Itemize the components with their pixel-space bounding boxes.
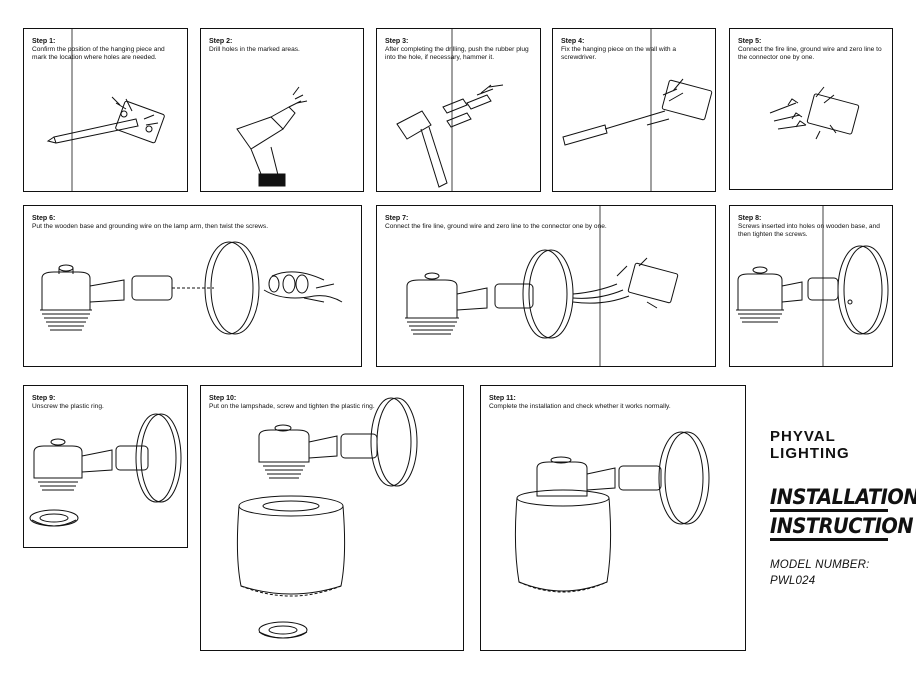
- step-4-panel: Step 4: Fix the hanging piece on the wal…: [552, 28, 716, 192]
- model-label: MODEL NUMBER:: [770, 559, 870, 571]
- step-7-text: Connect the fire line, ground wire and z…: [385, 223, 607, 230]
- unscrew-ring-illustration: [29, 413, 182, 527]
- lamp-base-twist-illustration: [40, 241, 343, 335]
- pencil-mark-illustration: [46, 29, 165, 191]
- step-4-title: Step 4:: [561, 38, 585, 45]
- step-5-text: Connect the fire line, ground wire and z…: [738, 46, 882, 61]
- model-number: PWL024: [770, 575, 816, 587]
- heading-line-2: INSTRUCTION: [770, 514, 914, 538]
- step-11-panel: Step 11: Complete the installation and c…: [480, 385, 746, 651]
- step-1-text: Confirm the position of the hanging piec…: [32, 46, 165, 61]
- brand-line-2: LIGHTING: [770, 445, 850, 462]
- step-6-panel: Step 6: Put the wooden base and groundin…: [23, 205, 362, 367]
- brand-name: PHYVAL LIGHTING: [770, 428, 850, 462]
- step-10-panel: Step 10: Put on the lampshade, screw and…: [200, 385, 464, 651]
- screwdriver-illustration: [562, 29, 713, 191]
- finished-lamp-illustration: [514, 431, 710, 593]
- hammer-plug-illustration: [396, 29, 504, 191]
- heading-line-1: INSTALLATION: [770, 485, 916, 509]
- step-8-text: Screws inserted into holes on wooden bas…: [738, 223, 880, 238]
- step-9-panel: Step 9: Unscrew the plastic ring.: [23, 385, 188, 548]
- step-7-panel: Step 7: Connect the fire line, ground wi…: [376, 205, 716, 367]
- brand-line-1: PHYVAL: [770, 428, 836, 445]
- step-3-title: Step 3:: [385, 38, 409, 45]
- step-8-title: Step 8:: [738, 215, 762, 222]
- step-3-text: After completing the drilling, push the …: [385, 46, 529, 61]
- step-2-text: Drill holes in the marked areas.: [209, 46, 300, 53]
- heading-underline-2: [770, 538, 888, 541]
- step-7-title: Step 7:: [385, 215, 409, 222]
- heading-underline-1: [770, 509, 888, 512]
- step-1-panel: Step 1: Confirm the position of the hang…: [23, 28, 188, 192]
- step-11-text: Complete the installation and check whet…: [489, 403, 671, 410]
- step-10-title: Step 10:: [209, 395, 237, 402]
- step-9-text: Unscrew the plastic ring.: [32, 403, 104, 410]
- lamp-connector-illustration: [405, 206, 679, 366]
- step-3-panel: Step 3: After completing the drilling, p…: [376, 28, 541, 192]
- step-1-title: Step 1:: [32, 38, 56, 45]
- step-2-panel: Step 2: Drill holes in the marked areas.: [200, 28, 364, 192]
- step-11-title: Step 11:: [489, 395, 516, 402]
- model-info: MODEL NUMBER: PWL024: [770, 557, 870, 589]
- step-5-panel: Step 5: Connect the fire line, ground wi…: [729, 28, 893, 190]
- step-6-text: Put the wooden base and grounding wire o…: [32, 223, 269, 230]
- step-6-title: Step 6:: [32, 215, 56, 222]
- step-9-title: Step 9:: [32, 395, 56, 402]
- step-5-title: Step 5:: [738, 38, 762, 45]
- step-10-text: Put on the lampshade, screw and tighten …: [209, 403, 375, 410]
- step-4-text: Fix the hanging piece on the wall with a…: [561, 46, 677, 61]
- step-2-title: Step 2:: [209, 38, 233, 45]
- lamp-screws-illustration: [736, 206, 889, 366]
- drill-illustration: [236, 86, 308, 187]
- lampshade-assembly-illustration: [236, 397, 418, 639]
- step-8-panel: Step 8: Screws inserted into holes on wo…: [729, 205, 893, 367]
- connector-wiring-illustration: [769, 86, 860, 140]
